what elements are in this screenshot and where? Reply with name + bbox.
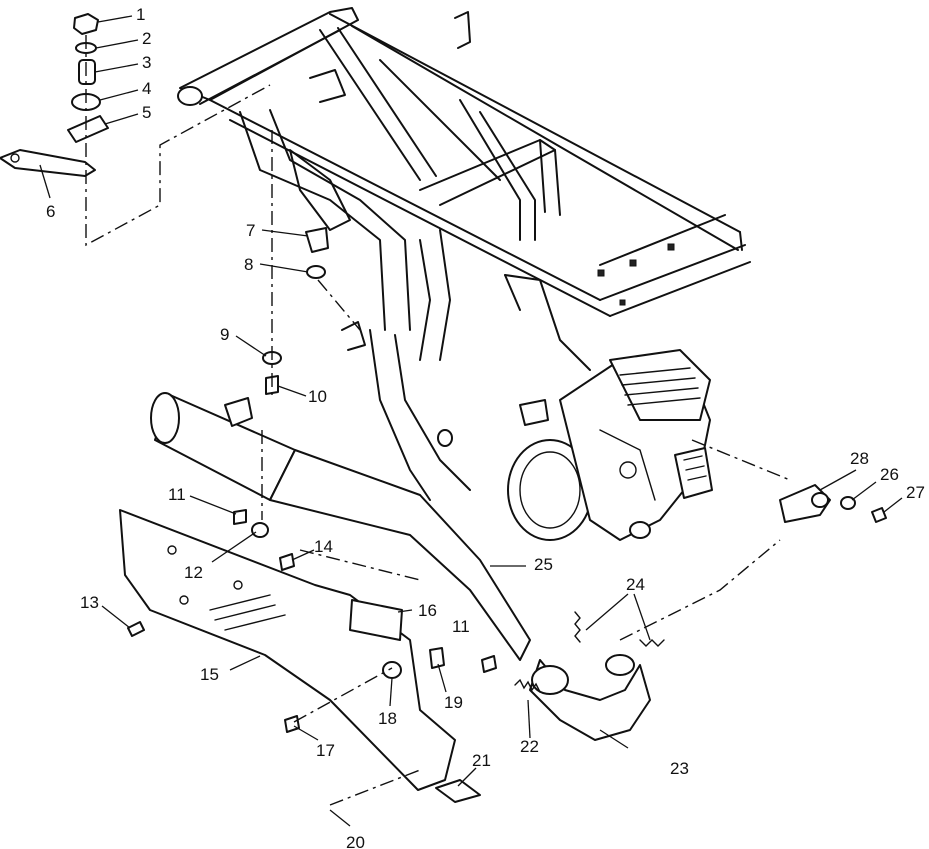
callout-4: 4 [142,79,151,98]
callout-5: 5 [142,103,151,122]
callout-11-left: 11 [168,485,186,504]
callout-7: 7 [246,221,255,240]
callout-22: 22 [520,737,539,756]
muffler [150,392,531,661]
header-pipe [529,654,651,741]
callout-15: 15 [200,665,219,684]
callout-8: 8 [244,255,253,274]
callout-24: 24 [626,575,645,594]
callout-19: 19 [444,693,463,712]
engine [507,349,713,541]
callout-26: 26 [880,465,899,484]
callout-14: 14 [314,537,333,556]
callout-12: 12 [184,563,203,582]
callout-2: 2 [142,29,151,48]
callout-6: 6 [46,202,55,221]
callout-10: 10 [308,387,327,406]
callout-21: 21 [472,751,491,770]
callout-3: 3 [142,53,151,72]
callout-25: 25 [534,555,553,574]
callout-16: 16 [418,601,437,620]
heat-shield [119,509,456,791]
leader-lines [39,15,903,827]
callout-9: 9 [220,325,229,344]
callout-23: 23 [670,759,689,778]
callouts: 1 2 3 4 5 6 7 8 9 10 11 12 13 14 15 16 1… [46,5,925,849]
callout-1: 1 [136,5,145,24]
callout-13: 13 [80,593,99,612]
callout-17: 17 [316,741,335,760]
callout-28: 28 [850,449,869,468]
callout-11-right: 11 [452,617,470,636]
callout-18: 18 [378,709,397,728]
callout-20: 20 [346,833,365,849]
frame [177,7,751,501]
callout-27: 27 [906,483,925,502]
